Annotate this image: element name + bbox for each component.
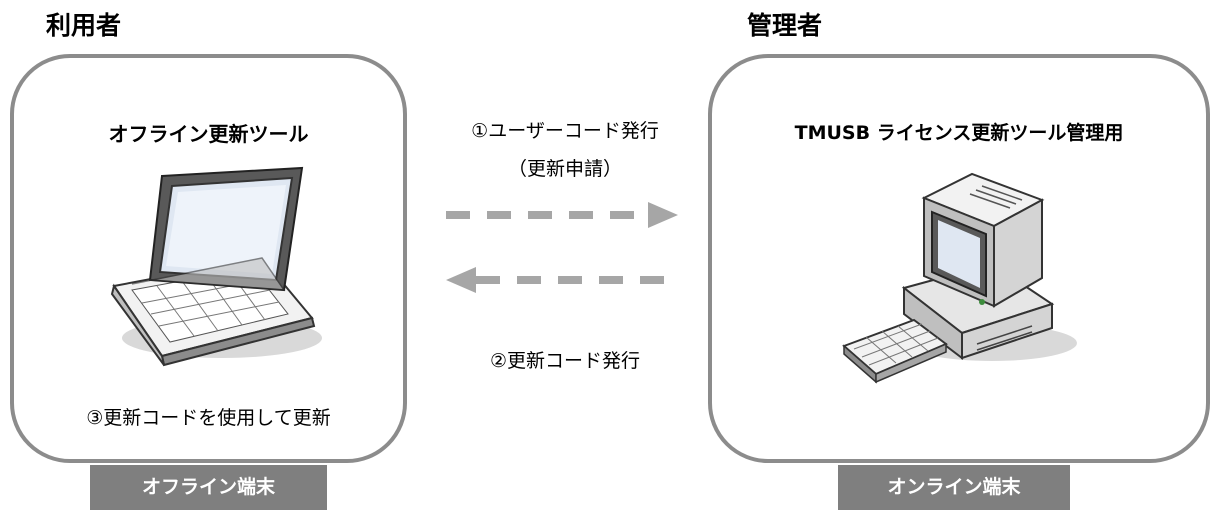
user-panel: オフライン更新ツール ③更新コードを使用して更新 <box>10 54 407 463</box>
offline-terminal-tag: オフライン端末 <box>90 465 327 510</box>
admin-panel: TMUSB ライセンス更新ツール管理用 <box>708 54 1210 463</box>
user-panel-title: オフライン更新ツール <box>108 122 309 146</box>
step1-label: ①ユーザーコード発行 <box>471 120 659 142</box>
desktop-computer-icon <box>842 172 1077 384</box>
step2-label: ②更新コード発行 <box>489 350 641 372</box>
dashed-arrow-right-icon <box>446 202 678 228</box>
admin-panel-title: TMUSB ライセンス更新ツール管理用 <box>794 122 1124 144</box>
dashed-arrow-left-icon <box>446 267 668 293</box>
step1-sublabel: （更新申請） <box>507 158 622 180</box>
laptop-icon <box>110 166 322 367</box>
user-role-title: 利用者 <box>46 11 122 40</box>
online-terminal-tag: オンライン端末 <box>838 465 1070 510</box>
admin-role-title: 管理者 <box>747 11 823 40</box>
user-panel-caption: ③更新コードを使用して更新 <box>86 407 331 429</box>
